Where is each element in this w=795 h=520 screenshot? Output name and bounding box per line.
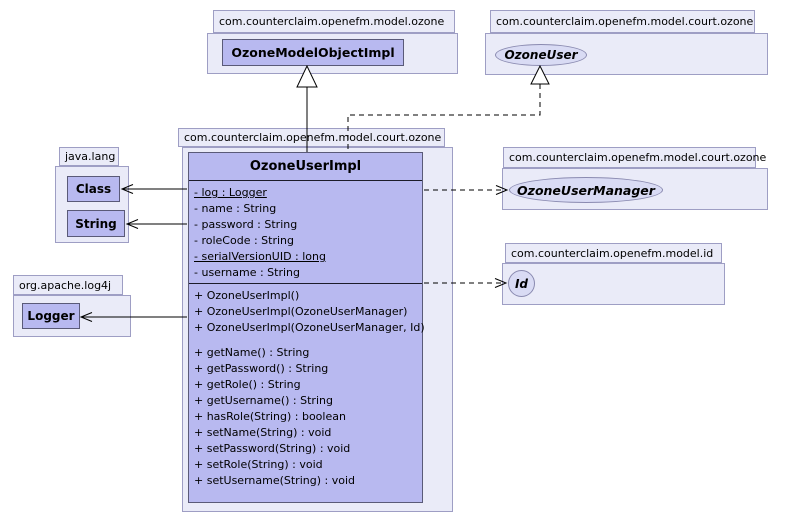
class-java-string: String xyxy=(67,210,125,237)
package-tab-java-lang: java.lang xyxy=(59,147,119,166)
package-label: java.lang xyxy=(65,150,116,163)
class-title: OzoneUserImpl xyxy=(189,153,422,181)
package-tab-log4j: org.apache.log4j xyxy=(13,275,123,295)
field-row: - name : String xyxy=(194,202,277,215)
package-label: org.apache.log4j xyxy=(19,278,112,292)
method-row: + getPassword() : String xyxy=(194,362,329,375)
constructor-row: + OzoneUserImpl(OzoneUserManager) xyxy=(194,305,408,318)
interface-name: Id xyxy=(514,276,529,291)
association-string-arrow xyxy=(125,219,187,229)
package-body-model-id xyxy=(502,263,725,305)
method-row: + getUsername() : String xyxy=(194,394,333,407)
class-ozone-user-impl: OzoneUserImpl - log : Logger - name : St… xyxy=(188,152,425,503)
class-name: Logger xyxy=(27,309,75,323)
field-row: - username : String xyxy=(194,266,300,279)
method-row: + setUsername(String) : void xyxy=(194,474,355,487)
constructor-row: + OzoneUserImpl() xyxy=(194,289,300,302)
method-row: + getRole() : String xyxy=(194,378,301,391)
field-row: - roleCode : String xyxy=(194,234,294,247)
method-row: + hasRole(String) : boolean xyxy=(194,410,346,423)
package-tab-court-ozone-top: com.counterclaim.openefm.model.court.ozo… xyxy=(490,10,755,33)
interface-id: Id xyxy=(508,270,535,297)
package-tab-court-ozone-main: com.counterclaim.openefm.model.court.ozo… xyxy=(178,128,445,147)
class-java-class: Class xyxy=(67,176,120,202)
interface-ozone-user: OzoneUser xyxy=(495,44,587,66)
package-tab-model-ozone: com.counterclaim.openefm.model.ozone xyxy=(213,10,455,33)
field-row: - serialVersionUID : long xyxy=(194,250,326,263)
interface-name: OzoneUser xyxy=(504,48,578,62)
package-label: com.counterclaim.openefm.model.ozone xyxy=(219,15,445,28)
fields-compartment: - log : Logger - name : String - passwor… xyxy=(189,181,422,284)
constructor-row: + OzoneUserImpl(OzoneUserManager, Id) xyxy=(194,321,425,334)
field-row: - log : Logger xyxy=(194,186,267,199)
association-class-arrow xyxy=(120,184,187,194)
package-label: com.counterclaim.openefm.model.court.ozo… xyxy=(184,131,442,144)
class-ozone-model-object-impl: OzoneModelObjectImpl xyxy=(222,39,404,66)
package-label: com.counterclaim.openefm.model.id xyxy=(511,246,714,260)
class-name: String xyxy=(75,216,117,231)
field-row: - password : String xyxy=(194,218,298,231)
interface-name: OzoneUserManager xyxy=(517,182,655,198)
compartment-gap xyxy=(189,336,422,345)
method-row: + setPassword(String) : void xyxy=(194,442,351,455)
method-row: + setName(String) : void xyxy=(194,426,332,439)
package-tab-court-ozone-manager: com.counterclaim.openefm.model.court.ozo… xyxy=(503,147,766,168)
operations-compartment: + OzoneUserImpl() + OzoneUserImpl(OzoneU… xyxy=(189,284,425,491)
package-label: com.counterclaim.openefm.model.court.ozo… xyxy=(496,15,754,28)
package-label: com.counterclaim.openefm.model.court.ozo… xyxy=(509,151,767,164)
package-tab-model-id: com.counterclaim.openefm.model.id xyxy=(505,243,722,263)
interface-ozone-user-manager: OzoneUserManager xyxy=(509,177,663,203)
class-name: Class xyxy=(75,182,112,196)
method-row: + getName() : String xyxy=(194,346,310,359)
class-logger: Logger xyxy=(22,303,80,329)
method-row: + setRole(String) : void xyxy=(194,458,323,471)
class-name: OzoneModelObjectImpl xyxy=(231,45,395,60)
